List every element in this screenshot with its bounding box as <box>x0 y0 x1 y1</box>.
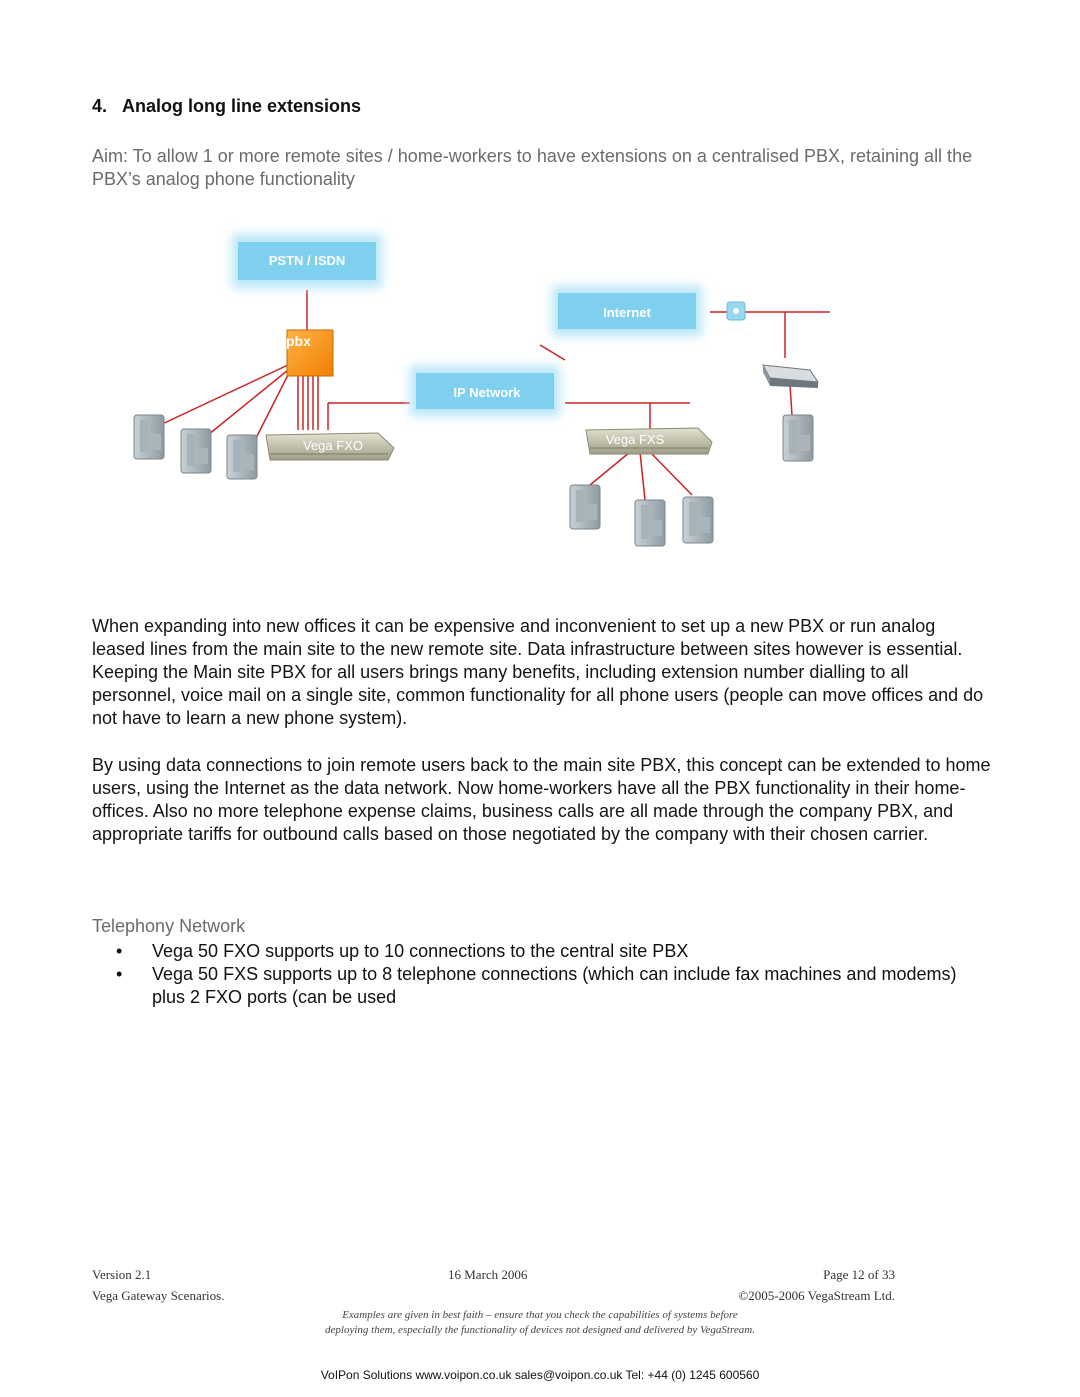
footer-page: Page 12 of 33 <box>823 1267 895 1282</box>
vega-fxs-device: Vega FXS <box>585 427 713 455</box>
vega-fxs-label: Vega FXS <box>606 432 665 447</box>
phone-icon <box>569 484 601 530</box>
phone-icon <box>226 434 258 480</box>
bullet-icon: • <box>116 941 123 961</box>
footer-date: 16 March 2006 <box>448 1267 528 1282</box>
vega-fxo-label: Vega FXO <box>303 438 363 453</box>
link-lines <box>159 290 830 501</box>
footer-doc-title: Vega Gateway Scenarios. <box>92 1288 225 1303</box>
list-item: •Vega 50 FXS supports up to 8 telephone … <box>116 964 957 1007</box>
ipnetwork-label: IP Network <box>454 385 522 400</box>
phone-icon <box>782 414 814 462</box>
network-diagram: PSTN / ISDN pbx Internet IP Network Vega… <box>133 234 830 547</box>
vega-fxo-device: Vega FXO <box>265 432 395 461</box>
phone-icon <box>133 414 165 460</box>
list-item: •Vega 50 FXO supports up to 10 connectio… <box>116 941 689 961</box>
internet-cloud: Internet <box>552 286 702 336</box>
pstn-cloud: PSTN / ISDN <box>232 234 382 288</box>
footer-copyright: ©2005-2006 VegaStream Ltd. <box>738 1288 895 1303</box>
bullet-icon: • <box>116 964 123 984</box>
telephony-bullets: •Vega 50 FXO supports up to 10 connectio… <box>92 940 992 1009</box>
ipnetwork-cloud: IP Network <box>410 366 560 416</box>
paragraph-expanding: When expanding into new offices it can b… <box>92 616 984 728</box>
telephony-heading: Telephony Network <box>92 916 246 936</box>
internet-label: Internet <box>603 305 651 320</box>
footer-disclaimer-line1: Examples are given in best faith – ensur… <box>342 1309 738 1321</box>
pstn-label: PSTN / ISDN <box>269 253 346 268</box>
footer-disclaimer-line2: deploying them, especially the functiona… <box>325 1324 755 1336</box>
footer-contact: VoIPon Solutions www.voipon.co.uk sales@… <box>320 1368 760 1382</box>
footer-version: Version 2.1 <box>92 1267 152 1282</box>
phone-icon <box>634 499 666 547</box>
paragraph-data-connections: By using data connections to join remote… <box>92 755 991 844</box>
section-number: 4. <box>92 96 108 116</box>
pbx-label: pbx <box>286 333 311 349</box>
router-icon <box>762 364 819 388</box>
hub-icon <box>726 301 746 321</box>
aim-text: Aim: To allow 1 or more remote sites / h… <box>92 146 973 189</box>
pbx-box: pbx <box>286 329 334 377</box>
section-heading: 4. Analog long line extensions <box>92 96 362 117</box>
phone-icon <box>180 428 212 474</box>
phone-icon <box>682 496 714 544</box>
section-title: Analog long line extensions <box>122 96 362 116</box>
